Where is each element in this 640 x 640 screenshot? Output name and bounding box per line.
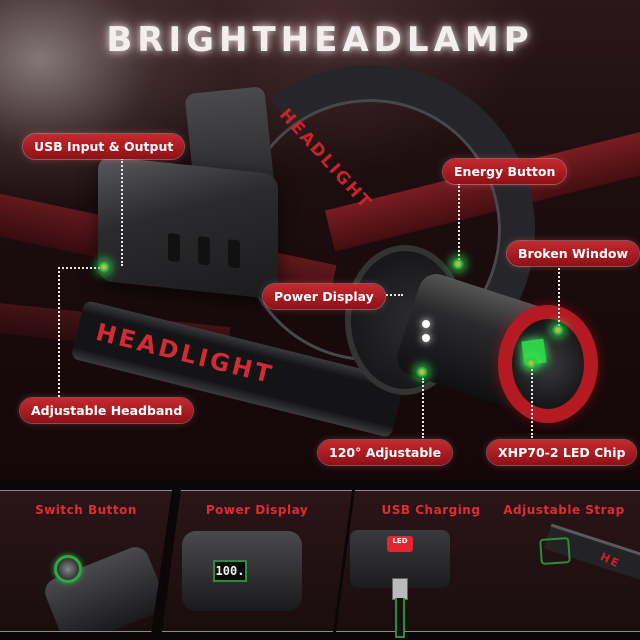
energy-button-marker	[451, 257, 465, 271]
usb-plug-icon	[392, 578, 408, 600]
callout-adjustable-headband: Adjustable Headband	[20, 398, 194, 423]
led-badge: LED	[387, 536, 413, 552]
battery-box	[98, 155, 278, 300]
panel-power-display: Power Display	[162, 490, 352, 632]
callout-usb-input-output: USB Input & Output	[23, 134, 185, 159]
callout-xhp70-led-chip: XHP70-2 LED Chip	[487, 440, 637, 465]
vent-slot	[198, 236, 210, 266]
leader-line	[558, 264, 560, 326]
vent-slot	[228, 239, 240, 269]
leader-line	[458, 183, 460, 263]
adjust-pivot-marker	[415, 365, 429, 379]
leader-line	[371, 294, 403, 296]
power-indicator-led	[422, 334, 430, 342]
callout-energy-button: Energy Button	[443, 159, 567, 184]
led-chip-marker	[524, 356, 538, 370]
panel-title: Power Display	[205, 503, 309, 517]
feature-panels: Switch Button Power Display 100. USB Cha…	[0, 480, 640, 640]
page-title: BRIGHTHEADLAMP	[106, 20, 534, 60]
callout-power-display: Power Display	[263, 284, 385, 309]
panel-switch-button: Switch Button	[0, 490, 172, 632]
panel-title: Adjustable Strap	[503, 503, 625, 517]
hero-section: BRIGHTHEADLAMP HEADLIGHT HEADLIGHT USB I…	[0, 0, 640, 480]
usb-cable	[395, 598, 405, 638]
lamp-bezel-ring	[498, 305, 598, 423]
panel-title: Switch Button	[35, 503, 137, 517]
leader-line	[58, 267, 60, 397]
strap-buckle-icon	[539, 536, 571, 566]
callout-broken-window: Broken Window	[507, 241, 640, 266]
callout-120-adjustable: 120° Adjustable	[318, 440, 453, 465]
battery-percentage-display: 100.	[213, 560, 247, 582]
leader-line	[121, 158, 123, 266]
leader-line	[422, 378, 424, 438]
usb-port-marker	[97, 260, 111, 274]
leader-line	[531, 362, 533, 438]
leader-line	[58, 267, 104, 269]
switch-button-icon	[54, 555, 82, 583]
vent-slot	[168, 232, 180, 263]
power-indicator-led	[422, 320, 430, 328]
broken-window-marker	[551, 323, 565, 337]
panel-title: USB Charging	[381, 503, 481, 517]
